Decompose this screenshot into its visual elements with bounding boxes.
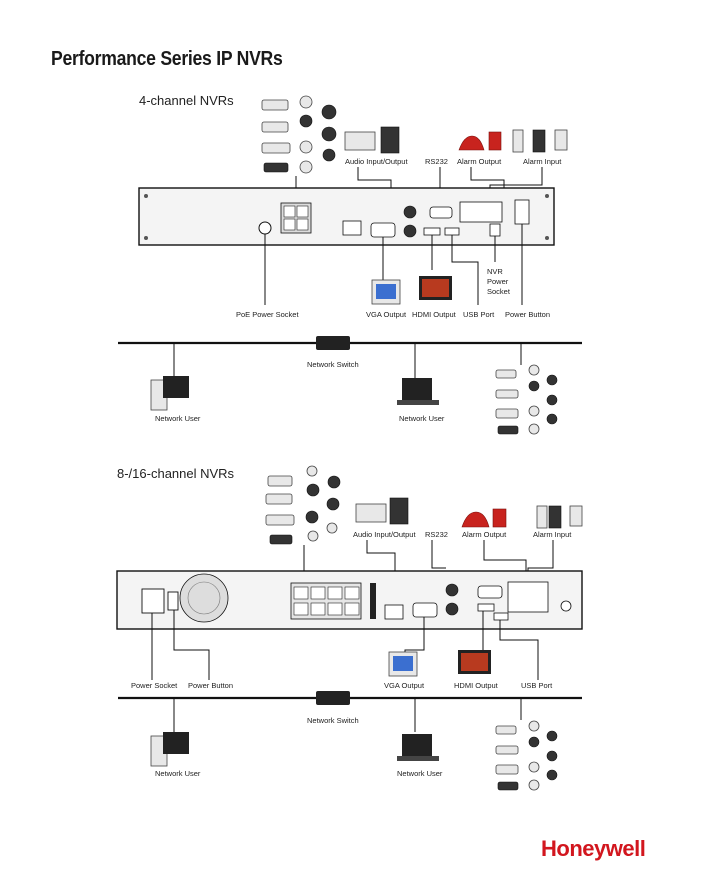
label-poe-power-socket: PoE Power Socket — [236, 310, 299, 319]
label-nvr-line3: Socket — [487, 287, 510, 296]
label-network-user-pc-lower: Network User — [155, 769, 201, 778]
audio-out-jack — [403, 224, 417, 238]
pc-monitor-icon-lower — [163, 732, 189, 754]
power-switch — [514, 199, 530, 225]
label-alarm-output: Alarm Output — [457, 157, 502, 166]
nvr-power-socket — [489, 223, 501, 237]
alarm-terminal-block — [459, 201, 503, 223]
vga-port — [370, 222, 396, 238]
label-audio-io: Audio Input/Output — [345, 157, 408, 166]
label-hdmi-output: HDMI Output — [412, 310, 456, 319]
label-power-button-lower: Power Button — [188, 681, 234, 690]
alarm-terminal-block-lower — [507, 581, 549, 613]
hdmi-port — [423, 227, 441, 236]
door-contact-icon-lower — [548, 505, 562, 529]
label-rs232-lower: RS232 — [425, 530, 448, 539]
speaker-icon-lower — [389, 497, 409, 525]
label-audio-io-lower: Audio Input/Output — [353, 530, 416, 539]
laptop-icon-lower — [402, 734, 432, 756]
poe-ports-8 — [290, 582, 362, 620]
label-vga-output: VGA Output — [366, 310, 407, 319]
label-usb-port: USB Port — [463, 310, 495, 319]
ip-cameras-group-lower — [265, 465, 341, 545]
lan-port-lower — [384, 604, 404, 620]
label-rs232: RS232 — [425, 157, 448, 166]
vga-port-lower — [412, 602, 438, 618]
network-switch-icon-lower — [316, 691, 350, 705]
ip-cameras-group-right — [495, 364, 558, 435]
speaker-icon — [380, 126, 400, 154]
pir-sensor-icon — [512, 129, 524, 153]
label-alarm-input-lower: Alarm Input — [533, 530, 572, 539]
label-network-user-pc: Network User — [155, 414, 201, 423]
label-alarm-input: Alarm Input — [523, 157, 562, 166]
label-vga-output-lower: VGA Output — [384, 681, 425, 690]
usb-port — [444, 227, 460, 236]
ip-cameras-group-right-lower — [495, 720, 558, 791]
label-network-user-laptop: Network User — [399, 414, 445, 423]
usb-port-lower — [493, 612, 509, 621]
power-socket — [141, 588, 165, 614]
label-alarm-output-lower: Alarm Output — [462, 530, 507, 539]
rs232-port — [429, 206, 453, 219]
audio-out-jack-lower — [445, 602, 459, 616]
label-nvr-line2: Power — [487, 277, 509, 286]
power-button-switch — [167, 591, 179, 611]
ip-cameras-group-top — [261, 95, 337, 174]
label-network-switch: Network Switch — [307, 360, 359, 369]
motion-sensor-icon — [554, 129, 568, 151]
strobe-icon — [488, 131, 502, 151]
hdmi-port-lower — [477, 603, 495, 612]
door-contact-icon — [532, 129, 546, 153]
laptop-icon — [402, 378, 432, 400]
label-hdmi-output-lower: HDMI Output — [454, 681, 498, 690]
siren-icon — [458, 135, 485, 151]
motion-sensor-icon-lower — [569, 505, 583, 527]
audio-mixer-icon-lower — [355, 503, 387, 523]
siren-icon-lower — [461, 511, 490, 528]
network-switch-icon — [316, 336, 350, 350]
fan-grille — [179, 573, 229, 623]
page-title: Performance Series IP NVRs — [51, 48, 283, 70]
strobe-icon-lower — [492, 508, 507, 528]
rs232-port-lower — [477, 585, 503, 599]
label-network-user-laptop-lower: Network User — [397, 769, 443, 778]
lan-port — [342, 220, 362, 236]
label-power-button: Power Button — [505, 310, 551, 319]
label-power-socket: Power Socket — [131, 681, 178, 690]
audio-in-jack-lower — [445, 583, 459, 597]
label-usb-port-lower: USB Port — [521, 681, 553, 690]
label-nvr-line1: NVR — [487, 267, 503, 276]
pc-monitor-icon — [163, 376, 189, 398]
honeywell-logo: Honeywell — [541, 836, 646, 861]
section-heading-4ch: 4-channel NVRs — [139, 93, 234, 108]
audio-in-jack — [403, 205, 417, 219]
section-heading-16ch: 8-/16-channel NVRs — [117, 466, 235, 481]
audio-mixer-icon — [344, 131, 376, 151]
pir-sensor-icon-lower — [536, 505, 548, 529]
label-network-switch-lower: Network Switch — [307, 716, 359, 725]
poe-power-socket — [258, 221, 272, 235]
